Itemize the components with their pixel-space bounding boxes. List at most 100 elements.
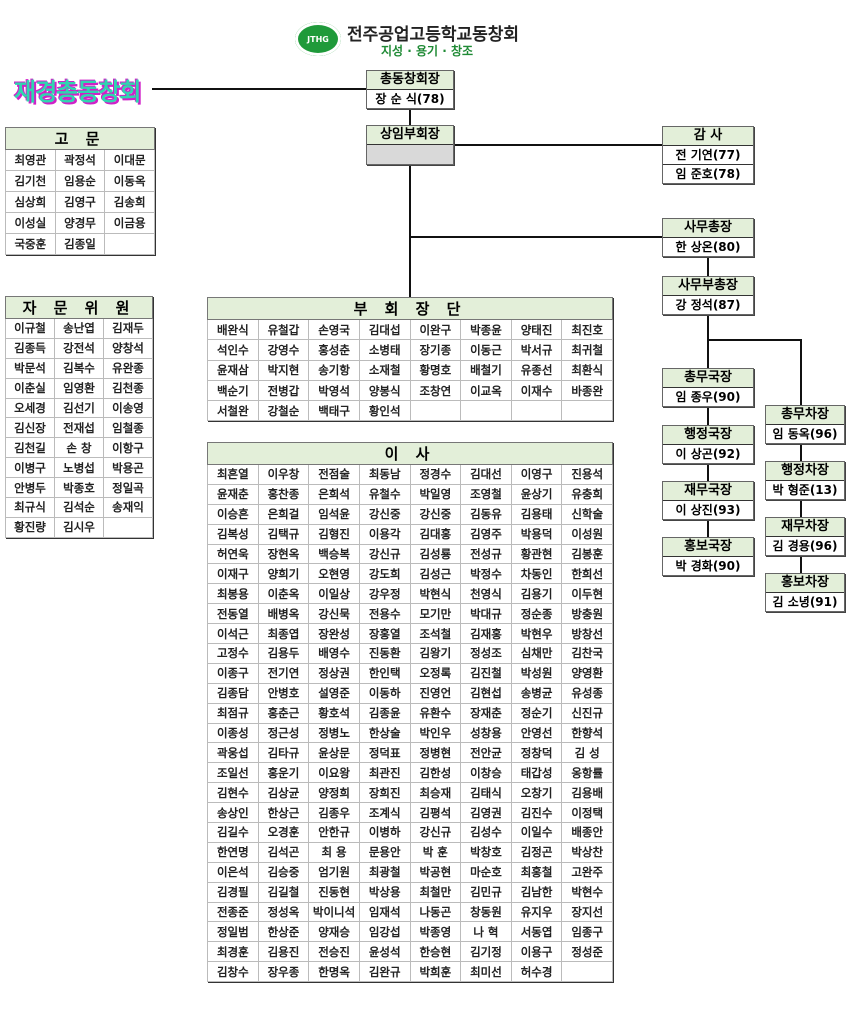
member-name: 최영관 (5, 149, 56, 171)
member-name: 창동원 (460, 901, 512, 923)
member-name: 이교옥 (460, 379, 512, 402)
position-title: 사무총장 (663, 219, 753, 238)
member-name: 이용구 (510, 941, 563, 963)
member-name: 한향석 (561, 722, 613, 744)
position-holder: 박 형준(13) (772, 483, 838, 497)
member-name: 김기정 (460, 941, 512, 963)
position-title: 총무국장 (663, 369, 753, 388)
member-name: 이우창 (257, 464, 310, 485)
member-name: 김남한 (510, 881, 563, 903)
member-name: 김종윤 (358, 702, 411, 724)
member-name: 전종준 (207, 901, 259, 923)
member-name: 장기종 (409, 339, 462, 361)
member-name: 이금용 (104, 212, 155, 234)
member-name: 임용순 (54, 170, 106, 192)
member-name: 홍성춘 (308, 339, 360, 361)
position-holder: 강 정석(87) (675, 298, 741, 312)
member-name: 강신중 (358, 503, 411, 525)
standing-vp-box: 상임부회장 (366, 125, 454, 165)
member-name: 박희훈 (409, 961, 462, 983)
position-title: 행정국장 (663, 426, 753, 445)
position-holder: 임 준호(78) (675, 167, 741, 181)
member-name: 최종엽 (257, 623, 310, 645)
member-name: 박종윤 (460, 318, 512, 341)
member-name: 전용수 (358, 603, 411, 625)
member-name: 유충희 (561, 483, 613, 505)
member-name: 김왕기 (409, 643, 462, 664)
member-name: 이성원 (561, 523, 613, 545)
member-name: 이요왕 (308, 762, 360, 784)
member-name: 백태구 (308, 400, 360, 422)
member-name: 조일선 (207, 762, 259, 784)
member-name: 장재춘 (460, 702, 512, 724)
member-name: 이종성 (207, 722, 259, 744)
member-name: 김현섭 (460, 682, 512, 704)
member-name: 마순호 (460, 861, 512, 883)
member-name: 한상술 (358, 722, 411, 744)
position-holder: 한 상온(80) (675, 240, 741, 254)
member-name: 곽정석 (54, 149, 106, 171)
member-name: 김종일 (54, 233, 106, 255)
member-name: 정병노 (308, 722, 360, 744)
member-name: 한상근 (257, 802, 310, 824)
member-name: 고정수 (207, 643, 259, 664)
member-name: 양창석 (103, 337, 153, 359)
member-name: 서철완 (207, 400, 259, 422)
member-name: 임철종 (103, 417, 153, 439)
position-holder: 임 동옥(96) (772, 427, 838, 441)
member-name: 강철순 (257, 400, 310, 422)
member-name: 한희선 (561, 563, 613, 585)
member-name: 송병균 (510, 682, 563, 704)
member-name: 윤상기 (510, 483, 563, 505)
member-name: 김택규 (257, 523, 310, 545)
member-name: 박이니석 (308, 901, 360, 923)
member-name: 양희기 (257, 563, 310, 585)
member-name: 성창용 (460, 722, 512, 744)
member-name: 박용곤 (103, 457, 153, 479)
member-name: 김대선 (460, 464, 512, 485)
member-name: 이동하 (358, 682, 411, 704)
member-name: 최점규 (207, 702, 259, 724)
member-name: 전점술 (308, 464, 360, 485)
member-name: 김평석 (409, 802, 462, 824)
member-name (561, 961, 613, 983)
member-name: 조창연 (409, 379, 462, 402)
member-name: 김찬국 (561, 643, 613, 664)
member-name: 박성원 (510, 662, 563, 684)
member-name: 송재익 (103, 497, 153, 518)
member-name: 심채만 (510, 643, 563, 664)
member-name: 한상준 (257, 921, 310, 943)
member-name: 이동옥 (104, 170, 155, 192)
member-name: 김재두 (103, 318, 153, 339)
position-holder: 이 상진(93) (675, 503, 741, 517)
member-name: 은희석 (308, 483, 360, 505)
member-name: 한명옥 (308, 961, 360, 983)
connector-line (409, 107, 411, 125)
member-name: 배완식 (207, 318, 259, 341)
member-name: 전승진 (308, 941, 360, 963)
member-name: 김한성 (409, 762, 462, 784)
member-name: 최봉용 (207, 583, 259, 605)
member-name: 김용기 (510, 583, 563, 605)
member-name: 문용안 (358, 841, 411, 863)
position-title: 총무차장 (766, 406, 844, 425)
auditors-box: 감 사 전 기연(77) 임 준호(78) (662, 126, 754, 184)
member-name: 김용두 (257, 643, 310, 664)
member-name: 국중훈 (5, 233, 56, 255)
member-name: 한승현 (409, 941, 462, 963)
